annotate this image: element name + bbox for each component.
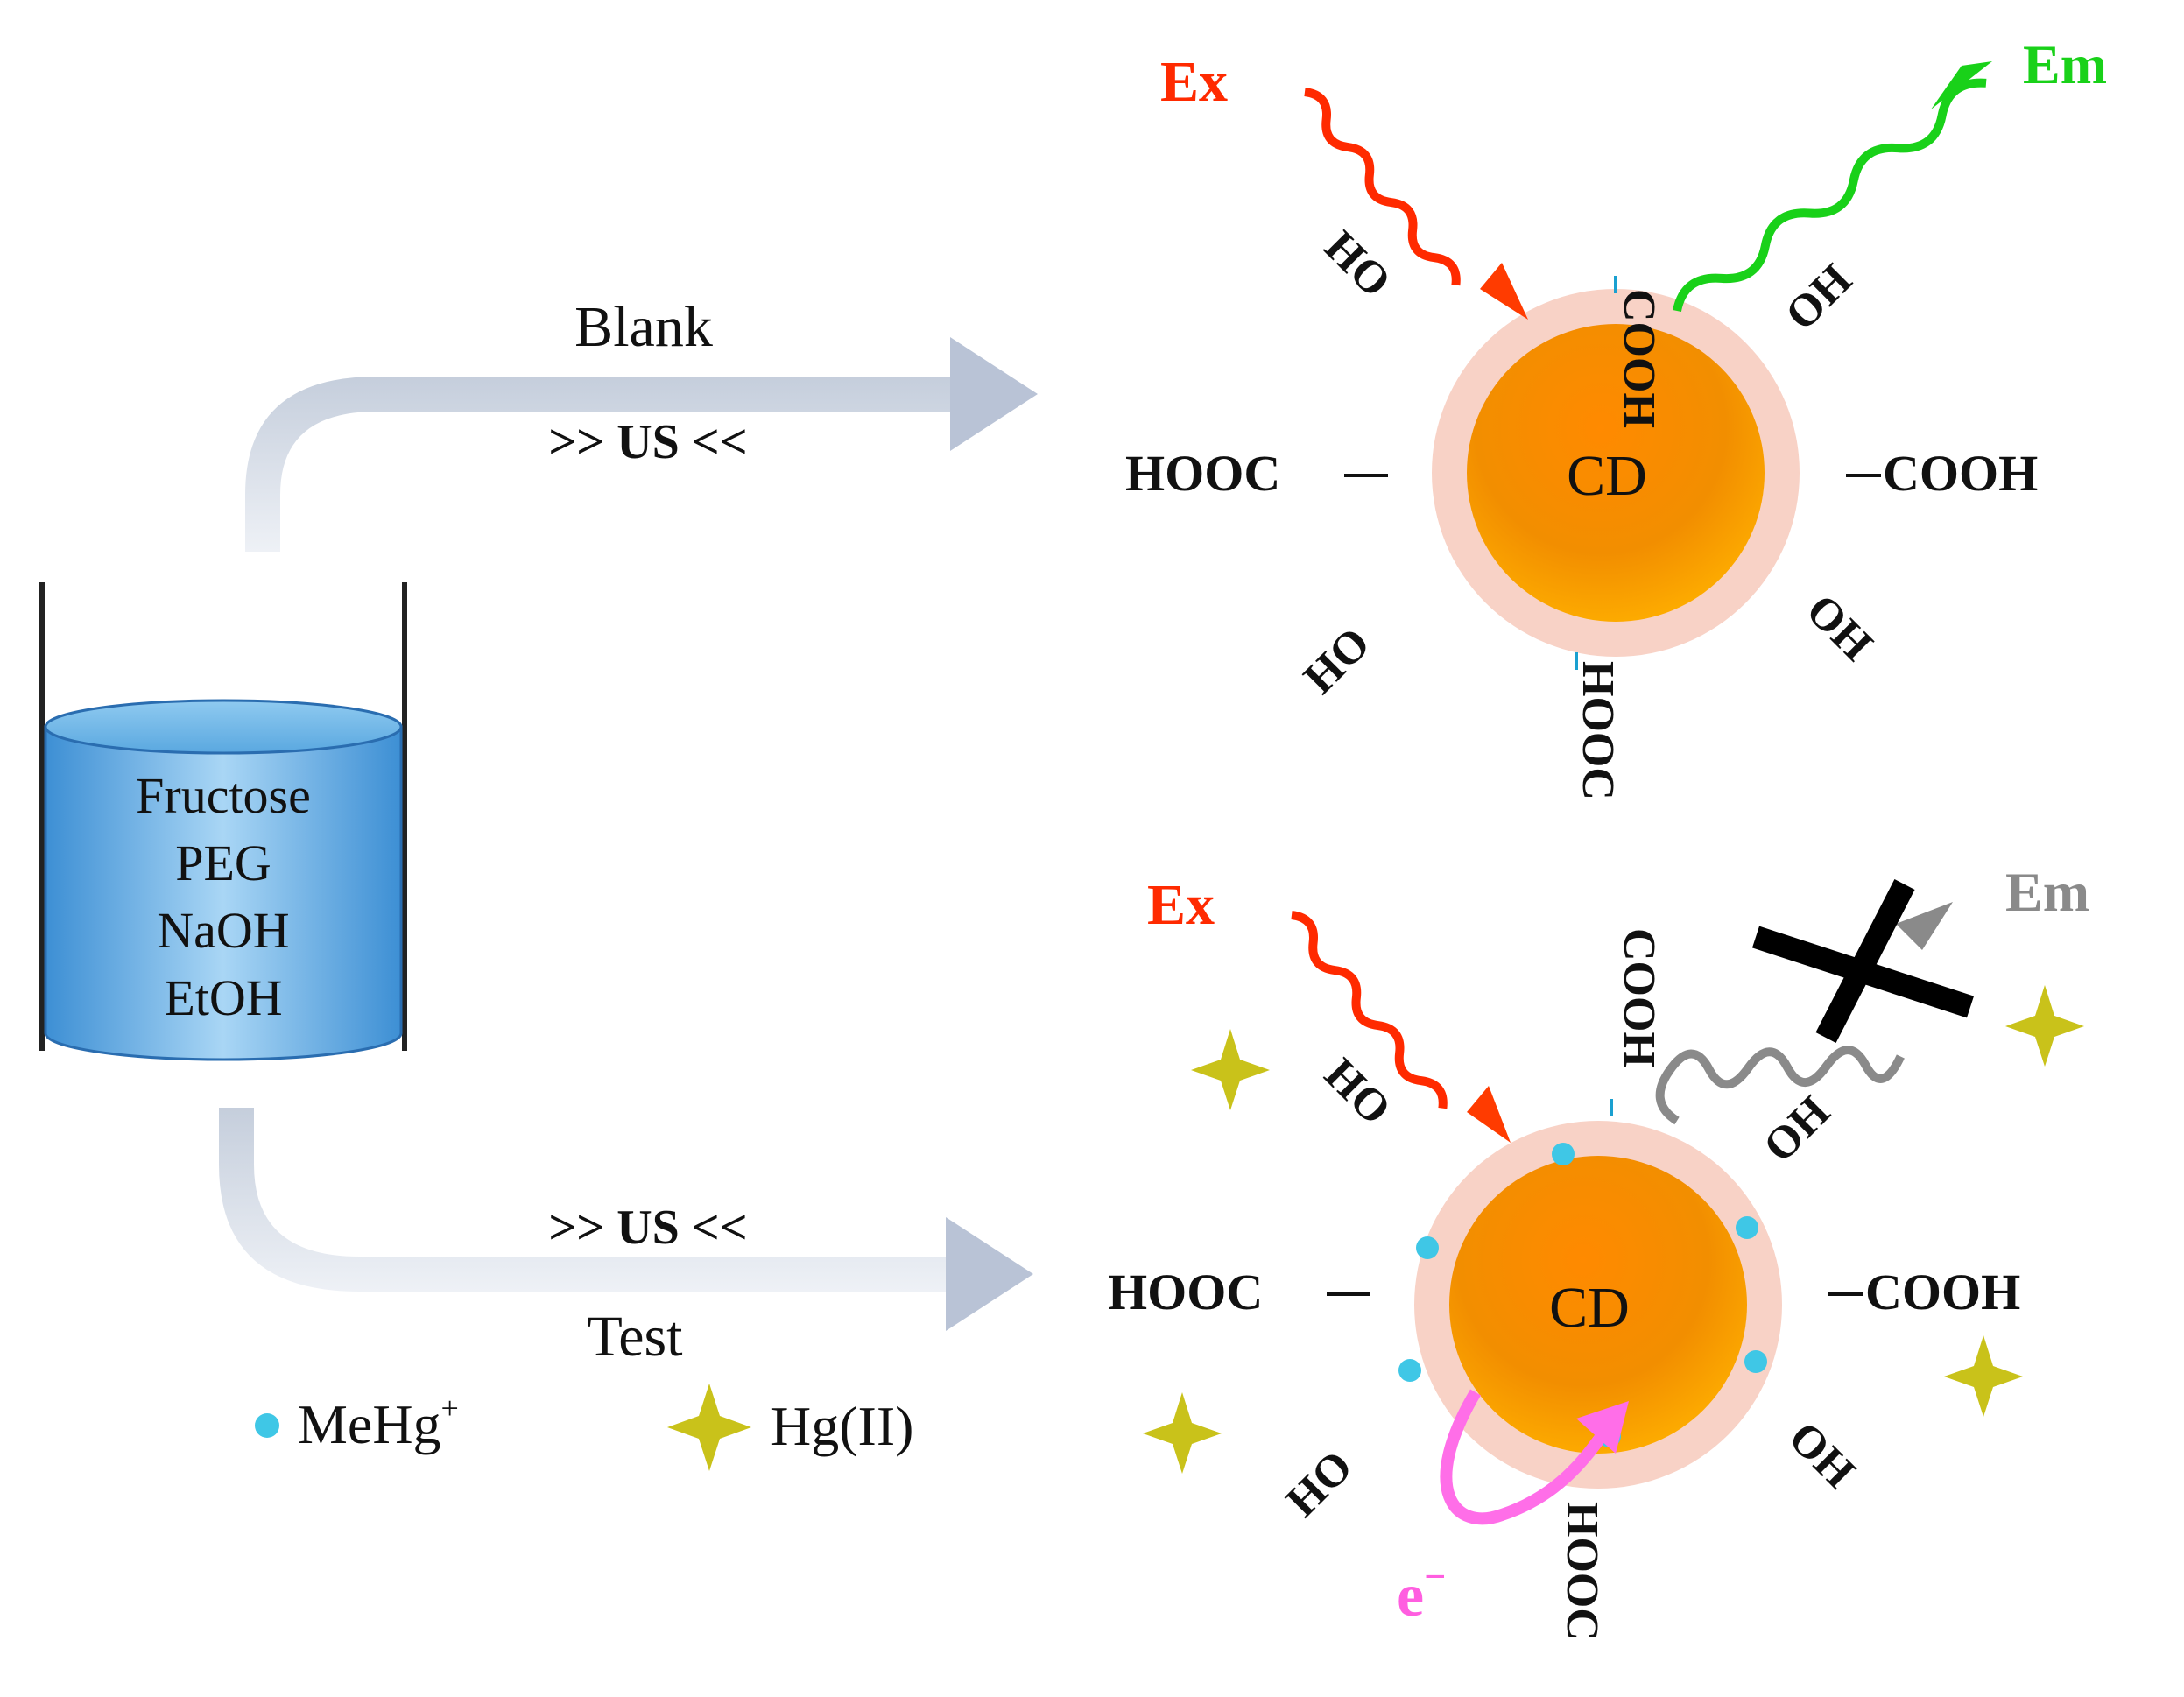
test-arrow [219, 1108, 1033, 1331]
quench-cross-icon [1751, 879, 1975, 1043]
top-cd-label: CD [1567, 444, 1647, 508]
mehg-dot [1416, 1236, 1439, 1259]
beaker-content-3: NaOH [157, 902, 289, 959]
bottom-group-right: COOH [1865, 1264, 2020, 1320]
hg-star-icon [1143, 1392, 1222, 1474]
bottom-mehg-dots [1398, 1143, 1767, 1447]
bottom-carbon-dot: CD HOOC COOH COOH HOOC HO OH HO OH [1108, 861, 2089, 1641]
mehg-dot [1552, 1143, 1575, 1165]
bottom-cd-core [1449, 1156, 1747, 1454]
blank-label: Blank [574, 295, 713, 359]
hg-star-icon [2005, 985, 2084, 1067]
electron-arrowhead [1576, 1401, 1629, 1454]
bottom-em-arrowhead [1896, 902, 1953, 950]
bottom-group-upper-left: HO [1315, 1049, 1401, 1135]
top-ex-arrowhead [1480, 263, 1528, 320]
top-em-label: Em [2023, 33, 2107, 95]
bottom-em-label: Em [2005, 861, 2089, 923]
legend: MeHg+ Hg(II) [255, 1384, 913, 1471]
hg-star-icon [1191, 1029, 1270, 1110]
hg-star-icon [667, 1384, 751, 1471]
mehg-dot-icon [255, 1413, 279, 1438]
blank-arrow-head [950, 337, 1038, 451]
top-em-wave [1673, 78, 1987, 313]
bottom-ex-label: Ex [1147, 873, 1215, 937]
mehg-dot [1398, 1359, 1421, 1382]
test-us-label: >> US << [548, 1201, 747, 1255]
top-ex-wave [1304, 88, 1461, 286]
beaker-content-2: PEG [175, 834, 271, 891]
bottom-group-bottom: HOOC [1557, 1502, 1607, 1641]
bottom-group-upper-right: OH [1754, 1087, 1840, 1172]
beaker-content-4: EtOH [164, 969, 282, 1026]
hg-star-icon [1944, 1335, 2023, 1417]
mehg-dot [1744, 1350, 1767, 1373]
legend-mehg-label: MeHg+ [298, 1391, 459, 1455]
beaker-content-1: Fructose [136, 767, 311, 824]
bottom-cd-label: CD [1549, 1276, 1630, 1340]
top-group-upper-left: HO [1315, 222, 1401, 307]
beaker-liquid-surface [44, 699, 403, 755]
bottom-group-left: HOOC [1108, 1264, 1263, 1320]
mehg-dot [1736, 1216, 1758, 1239]
blank-arrow [245, 337, 1038, 552]
top-group-lower-right: OH [1797, 585, 1883, 671]
top-group-right: COOH [1883, 445, 2038, 502]
top-cd-core [1467, 324, 1765, 622]
bottom-em-wave [1655, 1046, 1905, 1125]
bottom-group-lower-right: OH [1779, 1412, 1865, 1498]
top-ex-label: Ex [1160, 50, 1228, 114]
top-group-bottom: HOOC [1573, 661, 1623, 800]
bottom-ex-wave [1291, 911, 1448, 1109]
hg-stars [1143, 985, 2084, 1474]
test-arrow-head [946, 1217, 1033, 1331]
legend-hg-label: Hg(II) [771, 1395, 913, 1457]
top-group-upper-right: OH [1776, 255, 1862, 341]
test-label: Test [587, 1305, 682, 1369]
bottom-ex-arrowhead [1467, 1086, 1511, 1143]
electron-transfer-arrow [1440, 1389, 1617, 1525]
blank-us-label: >> US << [548, 415, 747, 469]
top-em-arrowhead [1931, 61, 1992, 109]
electron-label: e− [1397, 1555, 1446, 1630]
top-group-lower-left: HO [1294, 618, 1380, 704]
beaker-liquid [44, 725, 403, 1061]
beaker: Fructose PEG NaOH EtOH [39, 582, 407, 1061]
bottom-group-lower-left: HO [1277, 1441, 1363, 1527]
bottom-group-top: COOH [1614, 928, 1664, 1067]
top-group-left: HOOC [1125, 445, 1280, 502]
top-carbon-dot: CD HOOC COOH COOH HOOC HO OH HO OH Ex Em [1125, 33, 2107, 800]
top-group-top: COOH [1614, 289, 1664, 428]
